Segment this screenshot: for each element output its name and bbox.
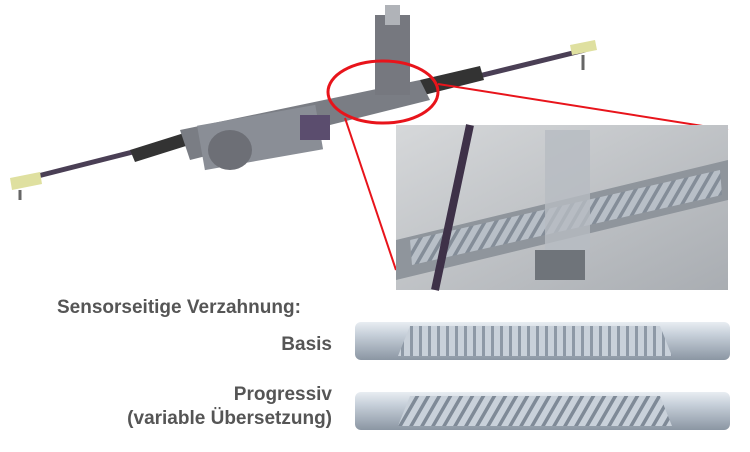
label-progressiv: Progressiv bbox=[233, 384, 332, 405]
steering-rack bbox=[10, 5, 597, 200]
connector-line bbox=[437, 83, 729, 131]
zoom-inset bbox=[396, 124, 728, 291]
heading: Sensorseitige Verzahnung: bbox=[57, 297, 301, 318]
rack-basis bbox=[355, 322, 730, 360]
label-progressiv-sub: (variable Übersetzung) bbox=[127, 408, 332, 429]
connector-line bbox=[344, 117, 397, 271]
highlight-circle bbox=[326, 59, 440, 125]
label-basis: Basis bbox=[281, 334, 332, 355]
rack-progressiv bbox=[355, 392, 730, 430]
